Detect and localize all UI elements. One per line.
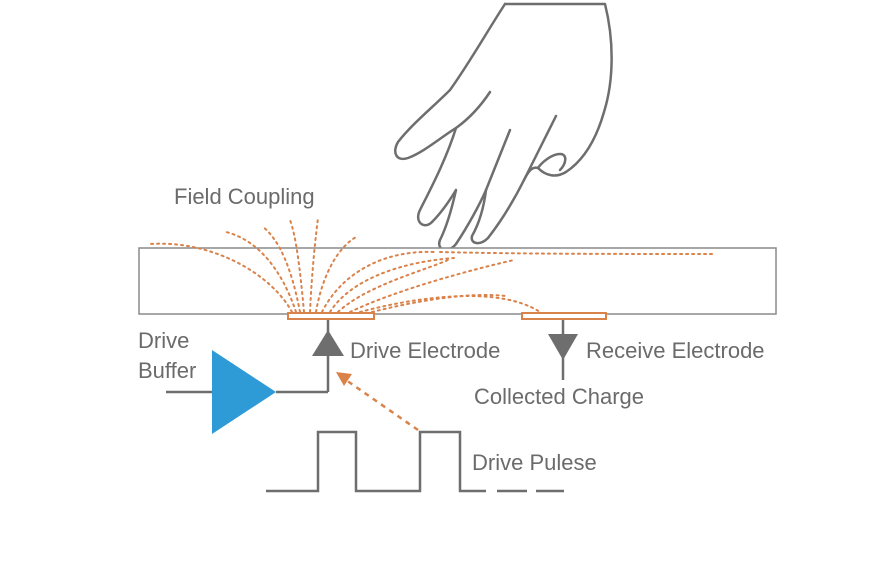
- cover-panel: [138, 247, 777, 315]
- collected-charge-label: Collected Charge: [474, 384, 644, 409]
- drive-electrode-arrow: [312, 330, 344, 356]
- receive-electrode-plate: [521, 312, 607, 320]
- drive-buffer-label-line1: Drive: [138, 328, 189, 353]
- drive-pulse-waveform: [266, 430, 486, 493]
- drive-electrode-plate: [287, 312, 375, 320]
- field-coupling-label: Field Coupling: [174, 184, 315, 209]
- receive-electrode-arrow: [548, 334, 578, 360]
- drive-buffer-label-line2: Buffer: [138, 358, 196, 383]
- receive-electrode-label: Receive Electrode: [586, 338, 765, 363]
- field-coupling-lines: [149, 217, 715, 313]
- drive-pulse-label: Drive Pulese: [472, 450, 597, 475]
- drive-electrode-label: Drive Electrode: [350, 338, 500, 363]
- pulse-to-electrode-arrowhead: [336, 372, 352, 386]
- pulse-to-electrode-arrow-line: [345, 378, 419, 432]
- hand-illustration: [394, 2, 613, 252]
- drive-buffer-triangle: [212, 350, 276, 434]
